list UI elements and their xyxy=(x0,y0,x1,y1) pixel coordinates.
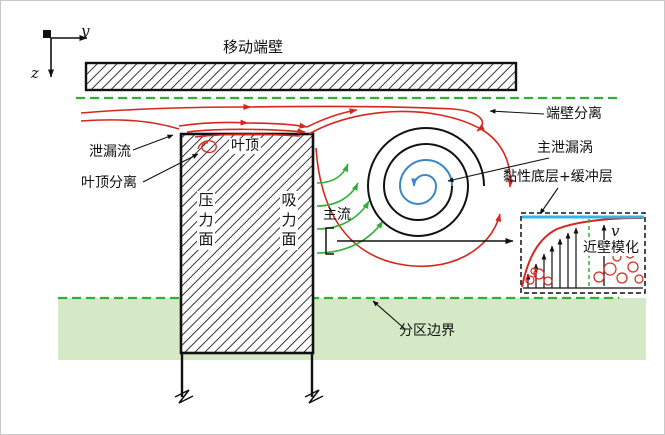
blade-break-mark-left xyxy=(174,389,194,404)
main-leakage-vortex-label: 主泄漏涡 xyxy=(537,140,593,156)
leakage-flow-label: 泄漏流 xyxy=(89,144,131,160)
coordinate-axes xyxy=(43,30,88,78)
endwall-separation-leader xyxy=(489,108,545,115)
suction-side-label: 吸力面 xyxy=(280,191,298,250)
axis-z-label: z xyxy=(31,64,39,82)
blade-tip-label: 叶顶 xyxy=(229,138,261,155)
zone-boundary-leader xyxy=(372,300,406,330)
tip-separation-leader xyxy=(142,153,199,183)
sublayer-leader xyxy=(539,187,559,215)
zone-band xyxy=(58,296,646,360)
x-axis-into-page-icon xyxy=(43,30,51,38)
leakage-flow-lines xyxy=(80,104,514,268)
velocity-profile-curve xyxy=(521,217,644,288)
tip-separation-swirl xyxy=(197,140,217,154)
axis-y-label: y xyxy=(81,22,90,40)
blade xyxy=(174,132,324,404)
near-wall-modeling-label: 近壁模化 xyxy=(581,240,641,257)
velocity-profile-arrows xyxy=(525,227,579,288)
main-flow-bracket xyxy=(325,227,334,255)
endwall-separation-label: 端壁分离 xyxy=(546,106,602,122)
annotation-arrows xyxy=(132,108,559,330)
zone-boundary-label: 分区边界 xyxy=(399,323,455,339)
tip-separation-label: 叶顶分离 xyxy=(81,175,137,191)
vortex-leader xyxy=(447,157,550,183)
leakage-jet-arc-bottom xyxy=(315,147,502,268)
blade-break-mark-right xyxy=(304,389,324,404)
turbulent-eddies xyxy=(525,249,644,286)
main-flow-lines xyxy=(316,163,384,254)
leakage-vortex-spiral xyxy=(366,127,485,237)
endwall-separation-curl xyxy=(250,105,485,132)
velocity-label: v xyxy=(611,222,620,240)
leakage-jet-arc-top xyxy=(308,110,514,188)
viscous-sublayer-label: 黏性底层+缓冲层 xyxy=(503,169,613,185)
pressure-side-label: 压力面 xyxy=(197,191,215,250)
moving-endwall-label: 移动端壁 xyxy=(223,38,284,56)
leakage-flow-leader xyxy=(132,134,174,151)
moving-endwall-bar xyxy=(84,61,518,92)
main-flow-label: 主流 xyxy=(323,207,351,223)
